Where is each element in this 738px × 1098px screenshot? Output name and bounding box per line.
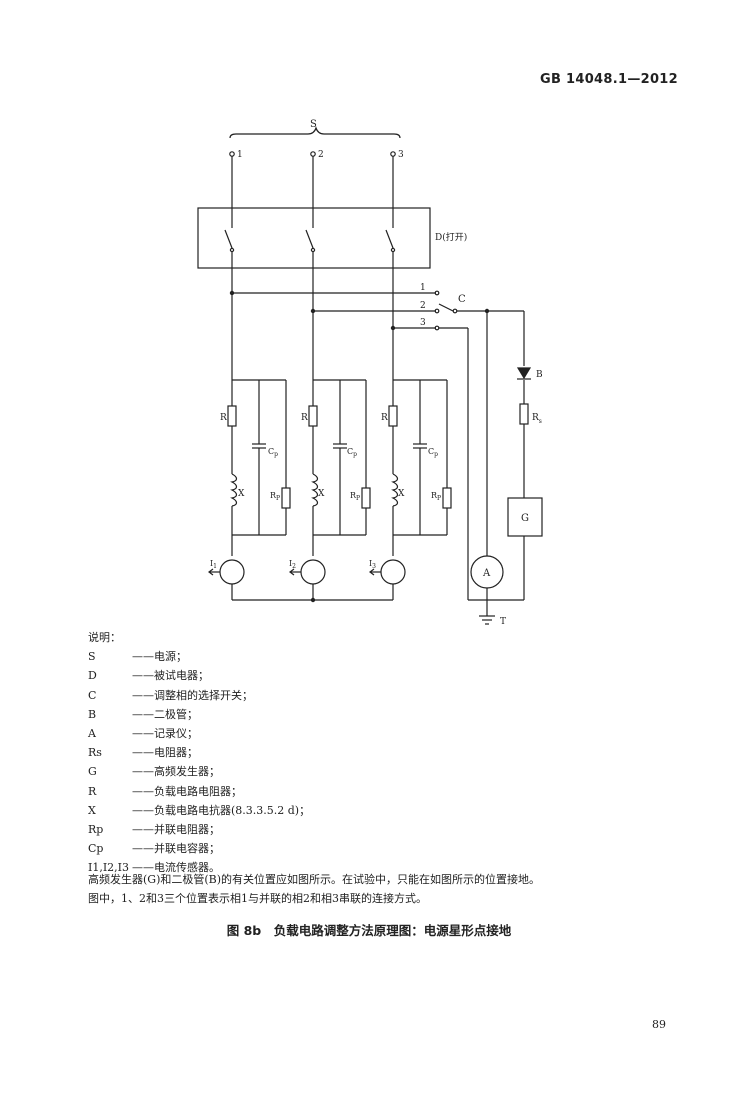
contact-2 (305, 229, 314, 249)
svg-text:R: R (381, 413, 388, 423)
svg-text:3: 3 (420, 318, 426, 328)
legend: 说明： S——电源； D——被试电器； C——调整相的选择开关； B——二极管；… (88, 628, 310, 878)
svg-text:2: 2 (420, 301, 426, 311)
rs-resistor (519, 403, 529, 425)
legend-item: I1,I2,I3——电流传感器。 (88, 861, 220, 875)
legend-item: B——二极管； (88, 707, 198, 721)
legend-item: C——调整相的选择开关； (88, 688, 253, 702)
notes: 高频发生器(G)和二极管(B)的有关位置应如图所示。在试验中，只能在如图所示的位… (88, 870, 540, 908)
load-phase-3: R X Cp RP I3 (369, 379, 452, 600)
load-phase-2: R X Cp RP I2 (289, 379, 371, 600)
diode-symbol (516, 367, 532, 380)
ground-symbol (479, 615, 495, 625)
svg-text:I1: I1 (210, 559, 217, 570)
svg-text:X: X (238, 489, 245, 499)
legend-item: Cp——并联电容器； (88, 842, 220, 856)
svg-text:1: 1 (237, 150, 243, 160)
note-paragraph: 高频发生器(G)和二极管(B)的有关位置应如图所示。在试验中，只能在如图所示的位… (88, 873, 541, 886)
diode-label: B (536, 370, 543, 380)
svg-text:X: X (318, 489, 325, 499)
svg-text:R: R (220, 413, 227, 423)
source-label: S (310, 119, 317, 130)
legend-item: Rp——并联电阻器； (88, 823, 220, 837)
legend-item: G——高频发生器； (88, 765, 220, 779)
svg-text:I3: I3 (369, 559, 376, 570)
legend-item: R——负载电路电阻器； (88, 784, 242, 798)
legend-item: X——负载电路电抗器(8.3.3.5.2 d)； (88, 803, 311, 817)
svg-text:RP: RP (270, 491, 280, 502)
load-phase-1: R X Cp RP I1 (208, 379, 291, 600)
legend-item: Rs——电阻器； (88, 746, 198, 760)
rs-label: Rs (532, 413, 542, 425)
svg-text:X: X (398, 489, 405, 499)
svg-text:R: R (301, 413, 308, 423)
generator-label: G (521, 513, 529, 524)
recorder-label: A (482, 568, 491, 579)
svg-text:Cp: Cp (268, 447, 278, 458)
legend-title: 说明： (88, 631, 121, 644)
page-number: 89 (652, 1018, 666, 1031)
standard-header: GB 14048.1—2012 (540, 72, 678, 87)
legend-item: S——电源； (88, 650, 187, 664)
note-paragraph: 图中，1、2和3三个位置表示相1与并联的相2和相3串联的连接方式。 (88, 892, 427, 905)
legend-item: D——被试电器； (88, 669, 209, 683)
svg-text:2: 2 (318, 150, 324, 160)
ground-label: T (500, 617, 506, 627)
contact-1 (224, 229, 233, 249)
device-label: D(打开) (435, 231, 467, 243)
figure-caption: 图 8b 负载电路调整方法原理图：电源星形点接地 (226, 923, 512, 938)
circuit-diagram: S 1 2 3 D(打开) 1 2 3 C (197, 119, 543, 627)
svg-text:3: 3 (398, 150, 404, 160)
svg-text:RP: RP (350, 491, 360, 502)
switch-label: C (458, 294, 466, 305)
svg-text:RP: RP (431, 491, 441, 502)
source-brace (229, 126, 401, 139)
svg-text:I2: I2 (289, 559, 296, 570)
svg-text:1: 1 (420, 283, 426, 293)
selector-switch: 1 2 3 C (420, 283, 466, 331)
svg-text:Cp: Cp (347, 447, 357, 458)
device-box (197, 207, 431, 269)
svg-text:Cp: Cp (428, 447, 438, 458)
legend-item: A——记录仪； (88, 727, 198, 741)
contact-3 (385, 229, 394, 249)
generator-box (507, 497, 543, 537)
